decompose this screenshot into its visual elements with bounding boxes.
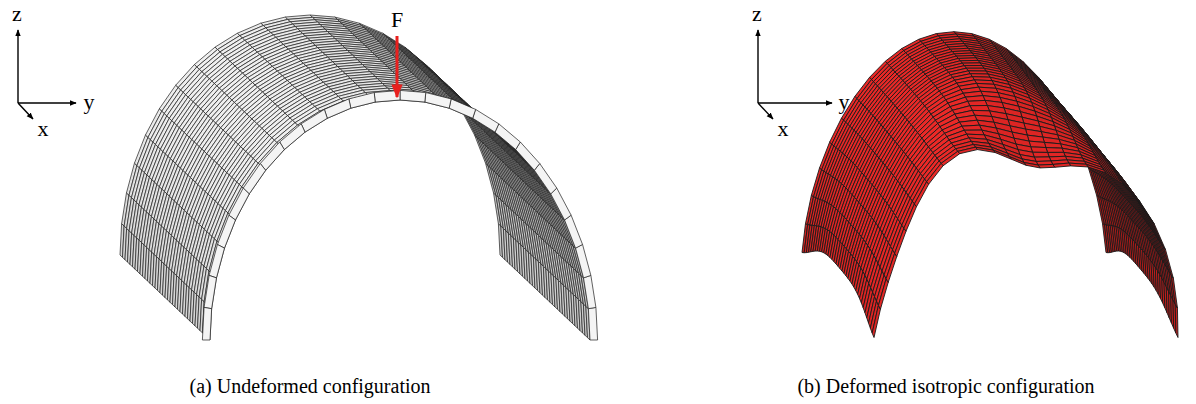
mesh-element <box>449 99 475 118</box>
mesh-element <box>1175 304 1178 337</box>
mesh-element <box>217 215 235 248</box>
load-arrow <box>396 36 399 97</box>
mesh-element <box>1033 152 1050 157</box>
mesh-element <box>588 307 597 340</box>
z-axis-arrow <box>17 30 18 103</box>
y-axis-arrow <box>758 102 832 103</box>
mesh-element <box>958 147 978 153</box>
y-axis-arrow <box>18 102 76 103</box>
mesh-element <box>1009 157 1026 166</box>
undeformed-shell-mesh <box>120 15 598 340</box>
mesh-element <box>878 279 888 309</box>
mesh-element <box>280 124 305 150</box>
mesh-element <box>229 188 249 220</box>
mesh-element <box>904 204 916 231</box>
mesh-element <box>1046 148 1064 153</box>
mesh-element <box>1163 247 1173 279</box>
subfigure-caption: (b) Deformed isotropic configuration <box>797 376 1094 396</box>
mesh-element <box>425 93 451 109</box>
mesh-element <box>204 275 216 308</box>
mesh-element <box>941 151 960 165</box>
mesh-element <box>1121 182 1139 202</box>
mesh-element <box>209 244 224 277</box>
mesh-element <box>1171 275 1177 308</box>
mesh-element <box>1138 199 1154 224</box>
subfigure-caption: (a) Undeformed configuration <box>189 376 430 396</box>
mesh-element <box>576 244 591 277</box>
axis-label: y <box>84 91 95 113</box>
axis-label: z <box>12 3 22 25</box>
mesh-element <box>962 125 982 130</box>
mesh-element <box>975 147 995 152</box>
mesh-element <box>1152 221 1166 250</box>
mesh-element <box>872 305 880 337</box>
mesh-element <box>202 307 211 340</box>
mesh-element <box>551 188 571 220</box>
x-axis-arrow <box>18 103 33 119</box>
axis-label: z <box>752 3 762 25</box>
axis-triad <box>18 30 76 119</box>
mesh-element <box>895 228 906 256</box>
mesh-element <box>349 93 375 109</box>
mesh-element <box>584 275 596 308</box>
load-label: F <box>391 9 403 31</box>
mesh-element <box>495 124 520 150</box>
mesh-element <box>1069 163 1088 167</box>
axis-label: x <box>38 118 49 140</box>
mesh-element <box>260 142 284 170</box>
mesh-element <box>534 164 556 194</box>
axis-triad <box>758 30 832 119</box>
mesh-element <box>400 90 426 102</box>
mesh-element <box>516 142 540 170</box>
mesh-element <box>1053 163 1071 167</box>
axis-label: y <box>839 91 850 113</box>
mesh-element <box>1031 147 1048 153</box>
axis-label: x <box>778 118 789 140</box>
mesh-element <box>993 150 1011 159</box>
mesh-element <box>565 215 583 248</box>
mesh-element <box>243 164 265 194</box>
deformed-shell-mesh <box>802 32 1178 338</box>
x-axis-arrow <box>758 103 773 119</box>
mesh-element <box>886 253 897 282</box>
mesh-element <box>914 182 928 207</box>
mesh-element <box>927 163 943 184</box>
mesh-element <box>473 109 499 132</box>
mesh-element <box>301 109 327 132</box>
mesh-element <box>324 99 350 118</box>
mesh-element <box>1104 170 1123 184</box>
mesh-element <box>968 100 988 105</box>
z-axis-arrow <box>757 30 758 103</box>
mesh-element <box>1038 164 1055 168</box>
mesh-element <box>1086 164 1106 173</box>
